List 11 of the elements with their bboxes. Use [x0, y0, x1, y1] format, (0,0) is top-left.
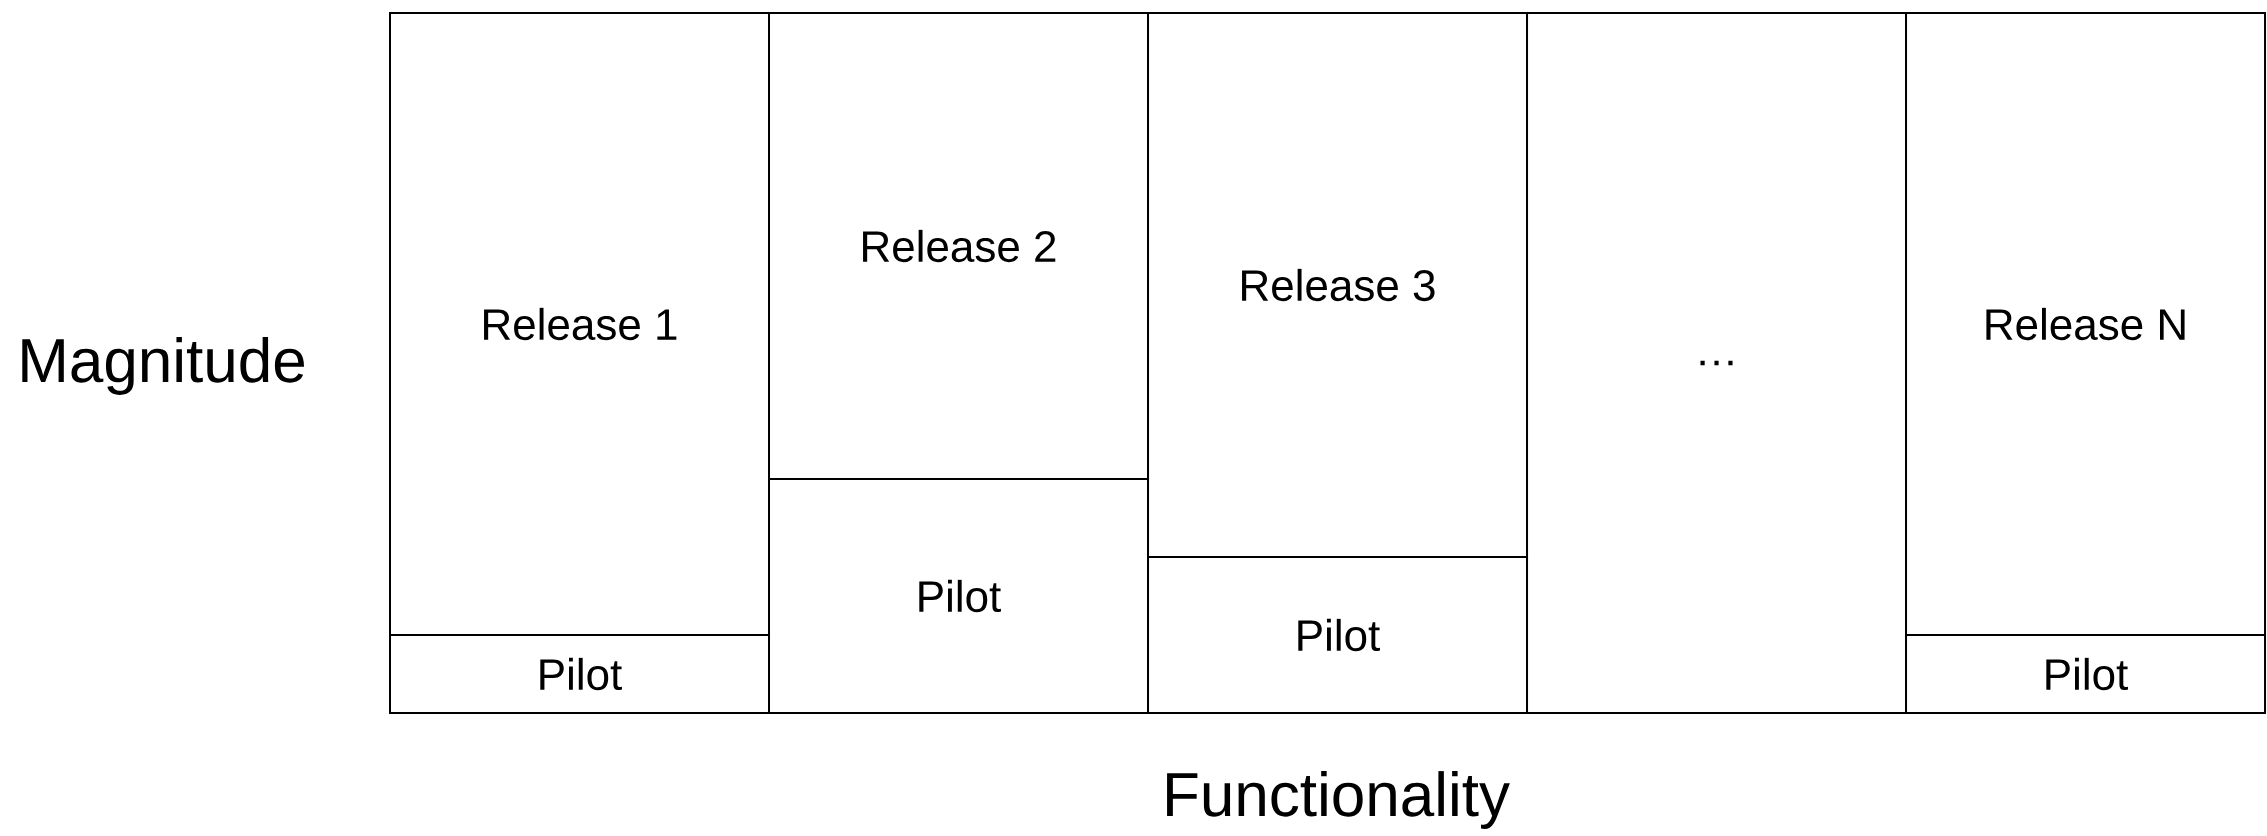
release-box: Release 3 — [1147, 12, 1528, 558]
release-box: Release 2 — [768, 12, 1149, 480]
axis-label: Magnitude — [22, 337, 304, 395]
axis-label: Functionality — [1167, 771, 1510, 829]
release-box: Release 1 — [389, 12, 770, 636]
release-box: Release N — [1905, 12, 2266, 636]
release-box: … — [1526, 12, 1907, 714]
release-box: Pilot — [389, 634, 770, 714]
release-box: Pilot — [1147, 556, 1528, 714]
release-box: Pilot — [1905, 634, 2266, 714]
release-box: Pilot — [768, 478, 1149, 714]
